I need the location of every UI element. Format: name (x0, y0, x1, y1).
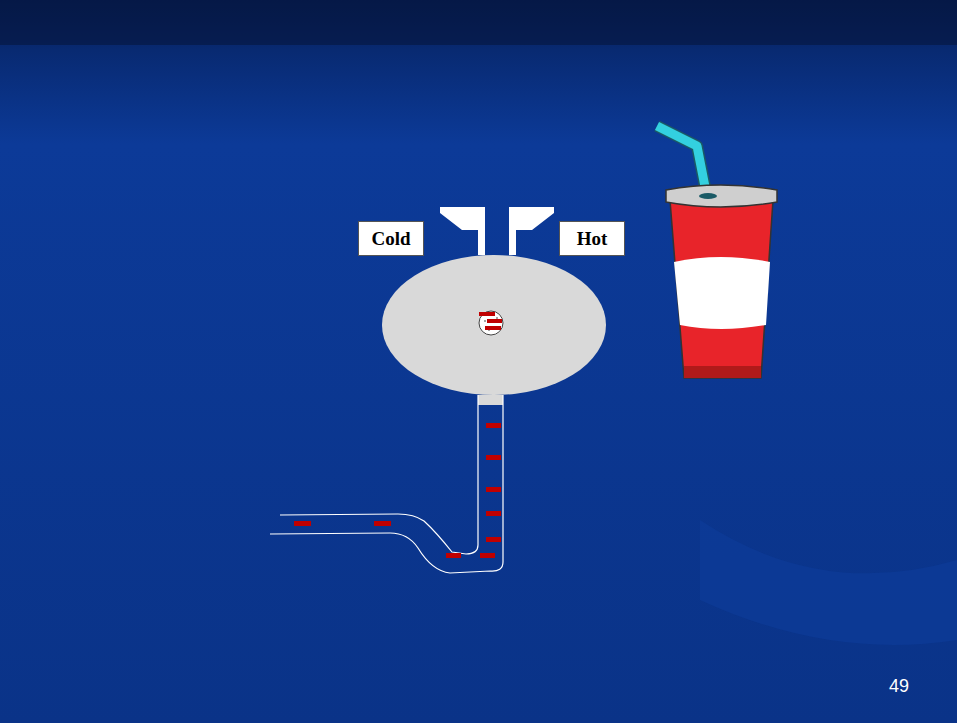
box-label: Cold (371, 228, 410, 250)
background-swoosh (700, 520, 957, 645)
signal-dash (485, 326, 501, 330)
straw-hole (699, 193, 717, 199)
nerve-fiber-outer (270, 395, 503, 573)
signal-dash (374, 521, 391, 526)
signal-dash (486, 423, 501, 428)
fiber-neck (478, 395, 503, 405)
signal-dash (486, 511, 501, 516)
signal-dash (486, 537, 501, 542)
dot (496, 317, 498, 319)
signal-dashes (294, 423, 501, 558)
slide-number: 49 (889, 676, 909, 697)
signal-dash (446, 553, 461, 558)
receptor-cell (382, 255, 606, 395)
signal-dash (294, 521, 311, 526)
label-box: Cold (358, 221, 424, 256)
label-box: Hot (559, 221, 625, 256)
signal-dash (480, 553, 495, 558)
signal-dash (479, 312, 495, 316)
nerve-fiber-inner (280, 395, 478, 554)
signal-dash (486, 455, 501, 460)
cold-channel (440, 207, 485, 255)
hot-channel (509, 207, 554, 255)
box-label: Hot (577, 228, 608, 250)
cup-body (670, 200, 773, 378)
cup-base (684, 366, 761, 378)
cup-stripe (674, 257, 770, 329)
drink-cup (657, 126, 777, 378)
dot (484, 320, 486, 322)
signal-dash (486, 487, 501, 492)
top-band (0, 0, 957, 45)
signal-dash (487, 319, 502, 323)
nucleus (479, 311, 503, 335)
cup-lid (666, 185, 777, 207)
